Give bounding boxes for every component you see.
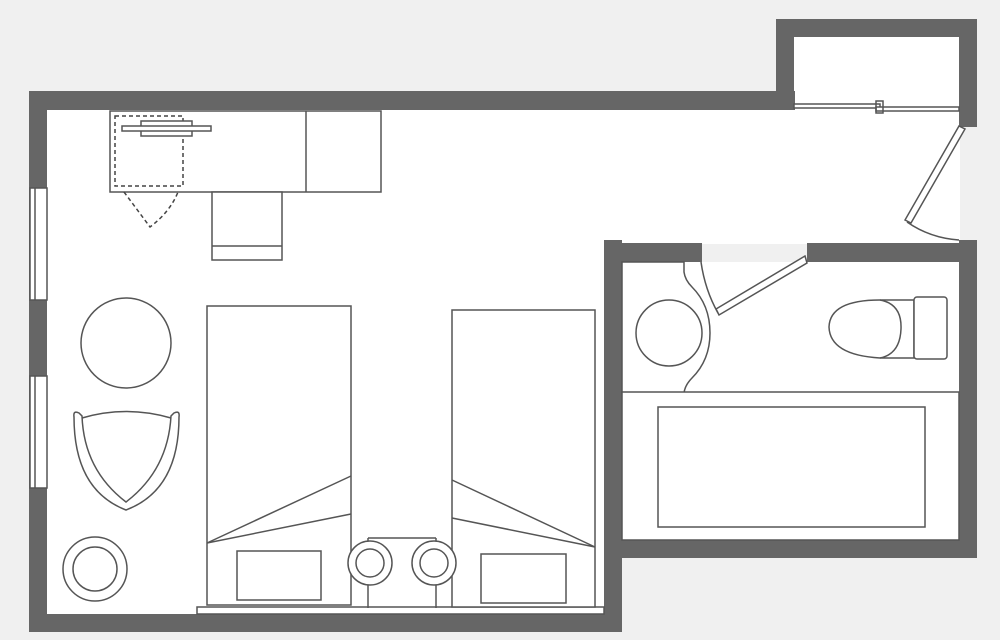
entrance-door[interactable] [903,125,967,241]
lamp-right [411,540,457,586]
closet-sliding-doors[interactable] [793,100,960,114]
desk [109,110,382,229]
bathtub [621,391,960,541]
armchair [73,410,180,511]
walls [29,19,977,632]
bed-left [206,305,352,606]
desk-chair [211,191,283,261]
round-table [80,297,172,389]
bed-base-strip [196,606,605,615]
toilet [828,296,948,360]
washbasin [621,261,719,394]
stool [62,536,128,602]
windows [29,187,48,489]
bed-right [451,309,596,608]
lamp-left [347,540,393,586]
